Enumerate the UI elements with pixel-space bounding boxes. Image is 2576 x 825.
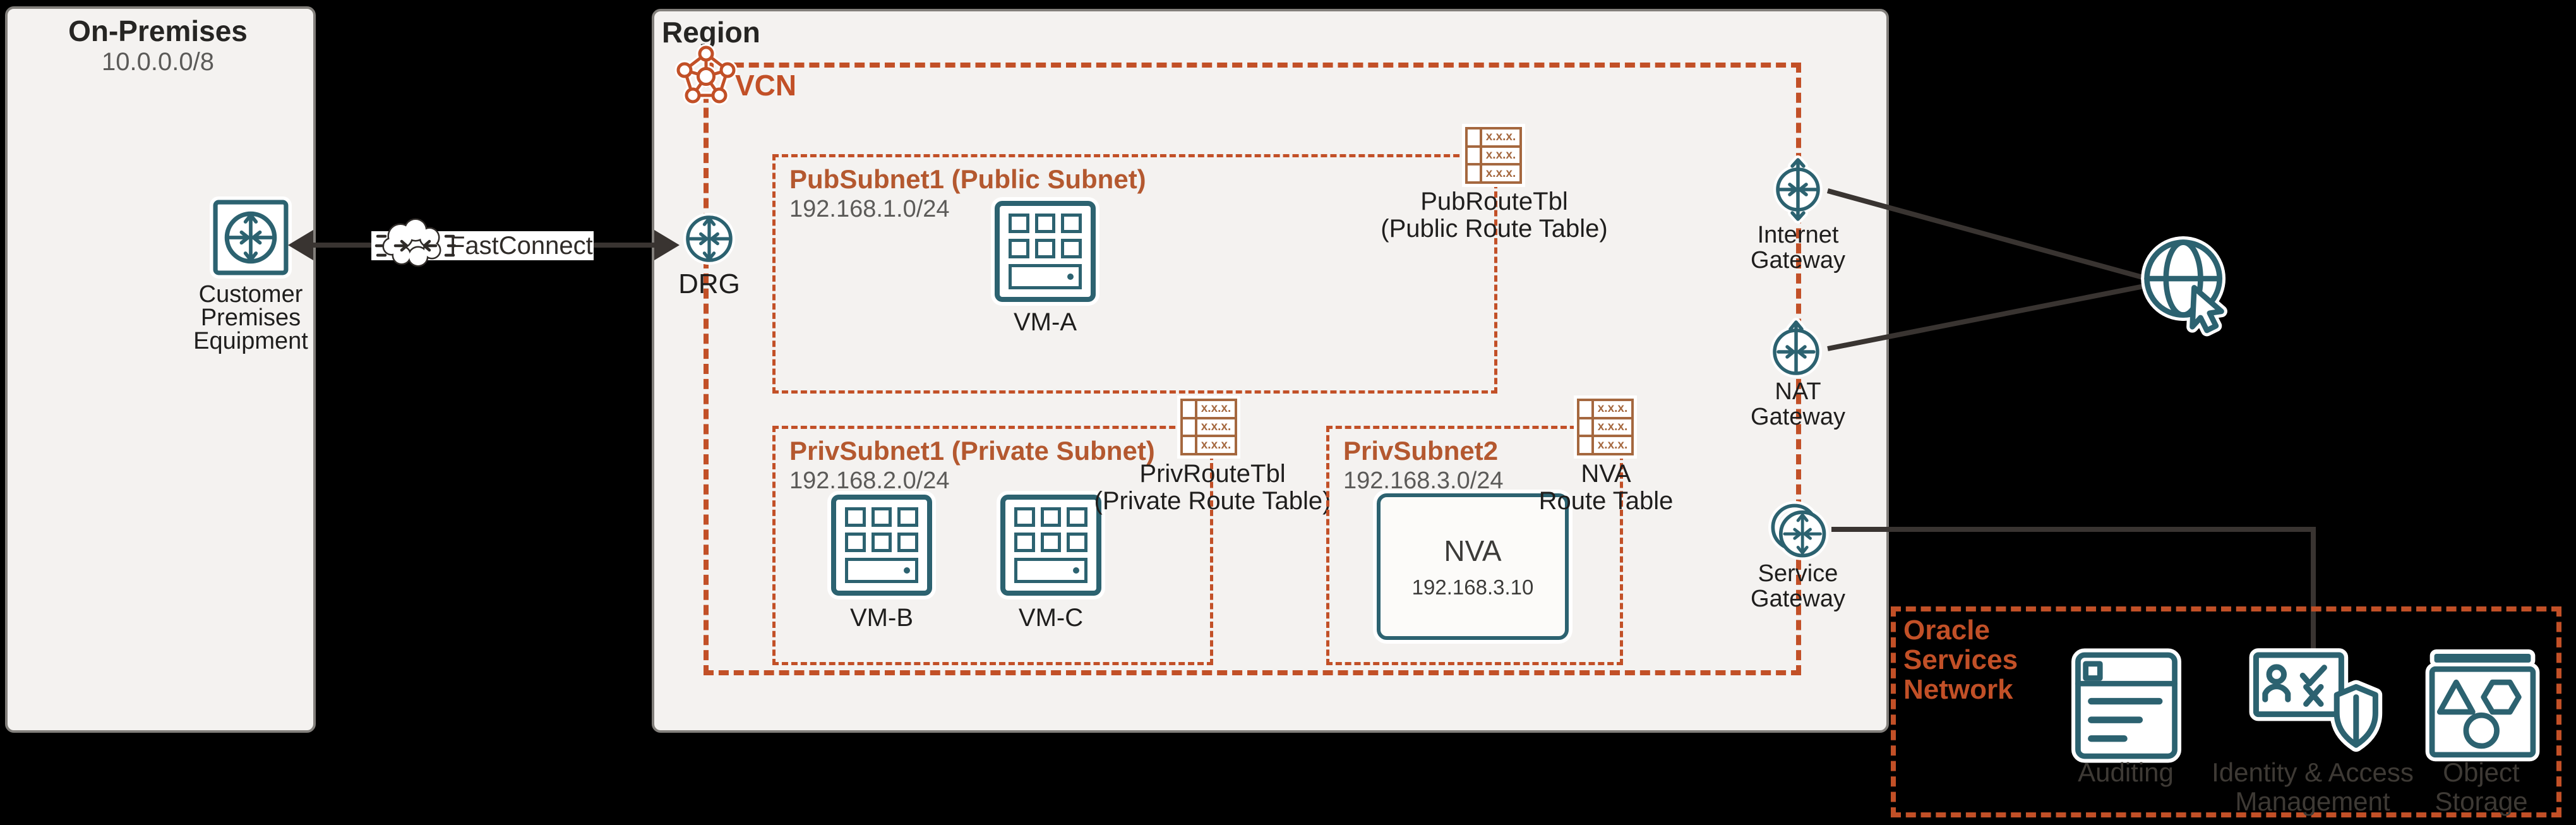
fastconnect-cloud-icon xyxy=(374,211,457,279)
privsubnet1-title: PrivSubnet1 (Private Subnet) xyxy=(789,436,1155,466)
vm-a-icon xyxy=(995,201,1096,302)
internet-gateway-label: Internet Gateway xyxy=(1751,222,1845,274)
region-box: Region VCN DRG PubSubnet1 (Public Subnet… xyxy=(652,9,1889,733)
pub-route-table-label: PubRouteTbl (Public Route Table) xyxy=(1381,188,1608,243)
privsubnet2-title: PrivSubnet2 xyxy=(1343,436,1499,466)
object-storage-icon xyxy=(2428,649,2537,758)
nat-gateway-icon xyxy=(1764,319,1828,382)
on-premises-cidr: 10.0.0.0/8 xyxy=(102,48,214,76)
privsubnet2-cidr: 192.168.3.0/24 xyxy=(1343,467,1504,494)
subnet-privsubnet2 xyxy=(1326,426,1623,665)
drg-icon xyxy=(678,207,741,270)
on-premises-title: On-Premises xyxy=(68,15,248,47)
identity-access-management-label: Identity & Access Management xyxy=(2212,757,2414,816)
drg-label: DRG xyxy=(678,268,740,299)
vm-c-label: VM-C xyxy=(1018,604,1084,632)
region-title: Region xyxy=(662,16,760,49)
pubsubnet1-cidr: 192.168.1.0/24 xyxy=(789,196,950,222)
nva-route-table-label: NVA Route Table xyxy=(1538,460,1674,515)
identity-access-management-icon xyxy=(2252,649,2378,763)
nva-route-table-icon: x.x.x. x.x.x. x.x.x. xyxy=(1577,399,1634,455)
vcn-icon xyxy=(674,44,738,107)
nva-ip: 192.168.3.10 xyxy=(1411,575,1534,599)
vcn-label: VCN xyxy=(735,69,797,102)
cpe-label: Customer Premises Equipment xyxy=(193,281,308,354)
customer-premises-equipment-icon xyxy=(210,196,292,279)
auditing-label: Auditing xyxy=(2078,757,2174,787)
privsubnet1-cidr: 192.168.2.0/24 xyxy=(789,467,950,494)
object-storage-label: Object Storage xyxy=(2435,757,2528,816)
osn-title: Oracle Services Network xyxy=(1903,615,2018,705)
vm-b-icon xyxy=(831,495,932,596)
vm-c-icon xyxy=(1000,495,1101,596)
internet-gateway-icon xyxy=(1766,158,1830,221)
osn-boundary xyxy=(1891,606,2561,817)
vm-b-label: VM-B xyxy=(850,604,913,632)
pubsubnet1-title: PubSubnet1 (Public Subnet) xyxy=(789,164,1146,194)
nat-gateway-label: NAT Gateway xyxy=(1751,378,1845,430)
subnet-privsubnet1 xyxy=(772,426,1213,665)
service-gateway-label: Service Gateway xyxy=(1751,560,1845,612)
service-gateway-icon xyxy=(1767,498,1833,564)
vm-a-label: VM-A xyxy=(1014,308,1077,336)
internet-icon xyxy=(2140,235,2231,339)
on-premises-box: On-Premises 10.0.0.0/8 Customer Premises… xyxy=(5,6,316,733)
pub-route-table-icon: x.x.x. x.x.x. x.x.x. xyxy=(1465,127,1522,184)
nva-name: NVA xyxy=(1444,534,1502,567)
nva-appliance-box: NVA 192.168.3.10 xyxy=(1377,493,1569,640)
subnet-pubsubnet1 xyxy=(772,154,1497,394)
auditing-icon xyxy=(2071,651,2181,761)
priv-route-table-icon: x.x.x. x.x.x. x.x.x. xyxy=(1180,399,1237,455)
priv-route-table-label: PrivRouteTbl (Private Route Table) xyxy=(1094,460,1331,515)
